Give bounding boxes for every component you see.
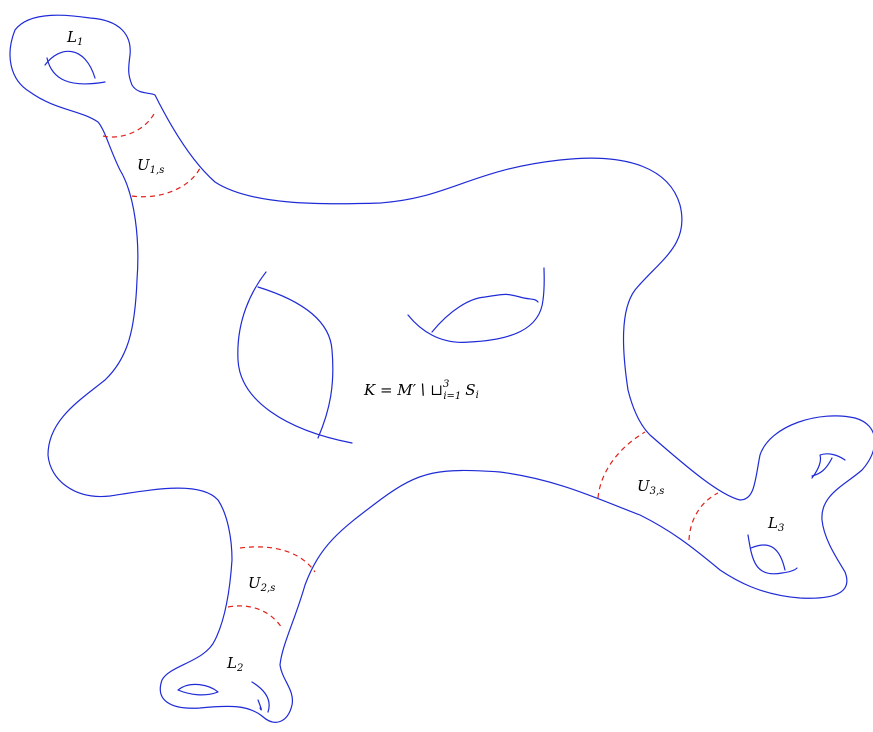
boundary-u1-upper xyxy=(102,111,156,138)
l3-handle-outer xyxy=(750,544,786,571)
boundary-u2-lower xyxy=(227,605,283,629)
label-u3: U3,s xyxy=(637,477,664,497)
center-handle-left-outer xyxy=(237,271,353,444)
boundary-u3-left xyxy=(597,431,646,499)
l1-handle-lower xyxy=(46,57,106,85)
label-l2: L2 xyxy=(226,654,243,674)
center-handle-right-inner xyxy=(431,293,539,333)
l1-handle-upper xyxy=(44,50,96,79)
l2-handle-right xyxy=(251,681,270,713)
boundary-u3-right xyxy=(688,492,719,541)
boundary-u2-upper xyxy=(239,546,316,573)
surface-outline xyxy=(9,14,873,723)
label-u1: U1,s xyxy=(137,156,164,176)
label-l1: L1 xyxy=(66,28,83,48)
l2-handle-left xyxy=(177,683,219,696)
label-u2: U2,s xyxy=(248,574,275,594)
label-l3: L3 xyxy=(767,514,784,534)
l3-handle-inner xyxy=(747,534,798,575)
l3-upper-handle xyxy=(811,453,846,479)
center-handle-left-inner xyxy=(257,286,334,439)
center-handle-right-outer xyxy=(407,267,545,343)
